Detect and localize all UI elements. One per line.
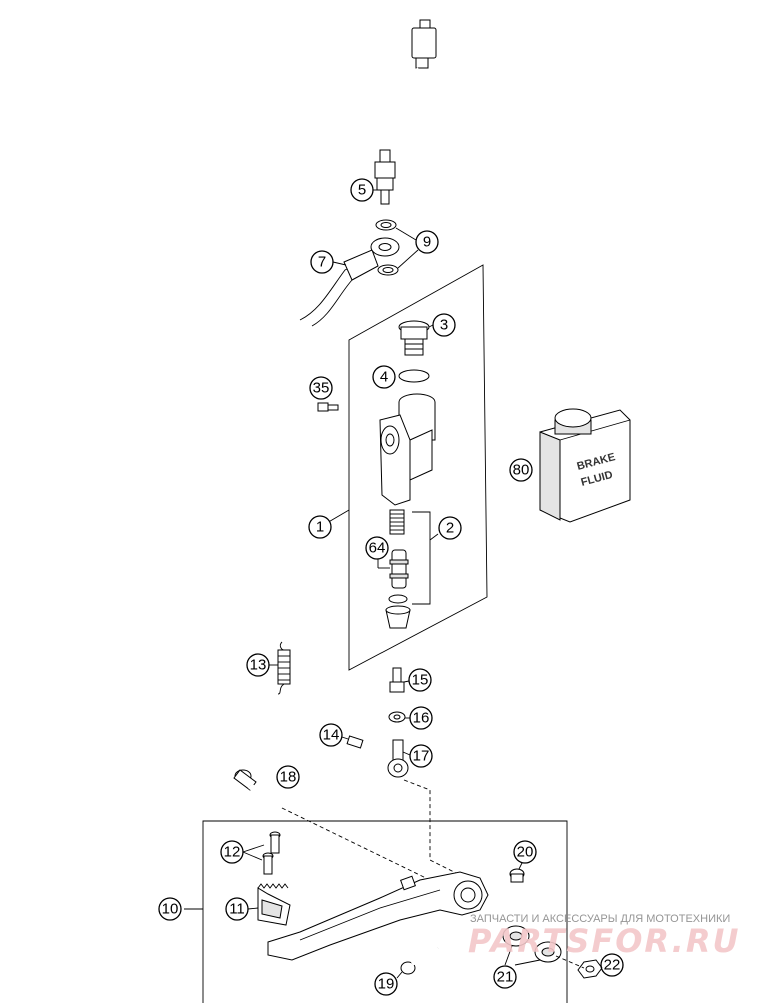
svg-text:17: 17 xyxy=(413,748,430,765)
pushrod xyxy=(389,667,405,693)
bleed-screw xyxy=(317,402,339,412)
svg-text:20: 20 xyxy=(517,844,534,861)
callout-80: 80 xyxy=(509,458,533,482)
return-spring xyxy=(277,641,291,695)
piston xyxy=(389,549,409,589)
callout-17: 17 xyxy=(409,744,433,768)
brake-lever xyxy=(267,871,489,961)
svg-text:9: 9 xyxy=(423,234,431,251)
callout-14: 14 xyxy=(319,723,343,747)
callout-19: 19 xyxy=(374,972,398,996)
screws xyxy=(242,831,281,875)
callout-20: 20 xyxy=(513,840,537,864)
svg-text:7: 7 xyxy=(318,254,326,271)
svg-text:1: 1 xyxy=(316,519,324,536)
svg-text:12: 12 xyxy=(224,844,241,861)
o-ring xyxy=(398,369,430,383)
callout-35: 35 xyxy=(309,376,333,400)
assembly-line xyxy=(281,779,471,881)
brake-lever-frame xyxy=(184,820,568,1003)
pivot-bolt xyxy=(233,769,284,811)
watermark: ЗАПЧАСТИ И АКСЕССУАРЫ ДЛЯ МОТОТЕХНИКИ PA… xyxy=(468,913,740,960)
brake-fluid-bottle: BRAKE FLUID xyxy=(539,408,631,523)
svg-text:4: 4 xyxy=(380,369,388,386)
watermark-logo: PARTSFOR.RU xyxy=(468,922,740,960)
watermark-tagline: ЗАПЧАСТИ И АКСЕССУАРЫ ДЛЯ МОТОТЕХНИКИ xyxy=(470,913,730,925)
master-cylinder-body xyxy=(379,393,436,506)
callout-3: 3 xyxy=(432,313,456,337)
brake-light-switch xyxy=(374,19,437,205)
nut xyxy=(388,711,406,723)
piston-kit-bracket xyxy=(377,511,439,605)
lock-nut xyxy=(577,959,603,979)
callout-16: 16 xyxy=(409,706,433,730)
circlip xyxy=(388,594,408,604)
svg-text:5: 5 xyxy=(358,182,366,199)
banjo-hose xyxy=(299,237,400,327)
callout-10: 10 xyxy=(158,897,182,921)
fork-head xyxy=(387,739,409,778)
callout-7: 7 xyxy=(310,250,334,274)
pin xyxy=(346,735,393,760)
washer-upper xyxy=(375,219,397,231)
callout-13: 13 xyxy=(246,653,270,677)
callout-12: 12 xyxy=(220,840,244,864)
svg-text:19: 19 xyxy=(378,976,395,993)
svg-text:15: 15 xyxy=(412,672,429,689)
bushing-left xyxy=(502,925,530,947)
svg-text:21: 21 xyxy=(497,969,514,986)
callout-21: 21 xyxy=(493,965,517,989)
nut-20 xyxy=(509,868,525,883)
svg-text:11: 11 xyxy=(229,901,245,918)
callout-15: 15 xyxy=(408,668,432,692)
svg-text:10: 10 xyxy=(162,901,179,918)
callout-18: 18 xyxy=(276,765,300,789)
callout-11: 11 xyxy=(225,897,249,921)
callout-9: 9 xyxy=(415,230,439,254)
step-plate xyxy=(257,883,291,926)
callout-64: 64 xyxy=(365,536,389,560)
svg-text:14: 14 xyxy=(323,727,340,744)
svg-text:80: 80 xyxy=(513,462,530,479)
svg-text:22: 22 xyxy=(604,957,621,974)
svg-text:18: 18 xyxy=(280,769,297,786)
washer-lower xyxy=(377,264,399,276)
callout-4: 4 xyxy=(372,365,396,389)
svg-text:64: 64 xyxy=(369,540,386,557)
callout-1: 1 xyxy=(308,515,332,539)
dust-boot xyxy=(385,605,411,629)
svg-text:3: 3 xyxy=(440,317,448,334)
callout-2: 2 xyxy=(438,516,462,540)
callout-22: 22 xyxy=(600,953,624,977)
svg-text:13: 13 xyxy=(250,657,267,674)
svg-text:35: 35 xyxy=(313,380,330,397)
piston-spring xyxy=(389,509,405,535)
reservoir-cap xyxy=(398,320,430,356)
callout-5: 5 xyxy=(350,178,374,202)
svg-text:2: 2 xyxy=(446,520,454,537)
svg-text:16: 16 xyxy=(413,710,430,727)
bushing-right xyxy=(534,941,562,963)
lever-bolt xyxy=(400,946,440,975)
